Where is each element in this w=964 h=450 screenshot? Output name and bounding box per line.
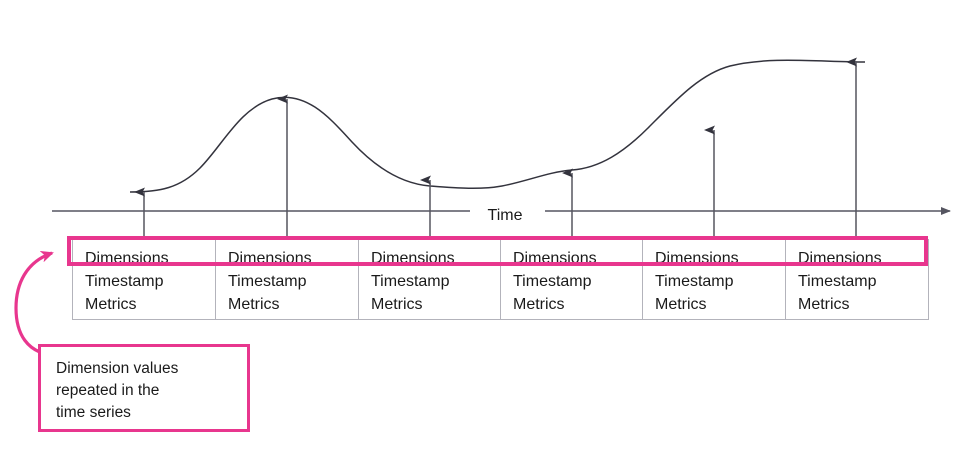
record-2-field-1: Dimensions [228,250,312,267]
record-4-field-3: Metrics [513,296,565,313]
record-3-field-3: Metrics [371,296,423,313]
record-5-field-2: Timestamp [655,273,734,290]
timeseries-curve [129,59,866,193]
sample-arrow-group [134,57,857,246]
callout-box: Dimension values repeated in the time se… [38,344,250,432]
record-3-field-1: Dimensions [371,250,455,267]
record-6-field-2: Timestamp [798,273,877,290]
record-6-field-3: Metrics [798,296,850,313]
record-1-field-2: Timestamp [85,273,164,290]
record-3-field-2: Timestamp [371,273,450,290]
record-2-field-2: Timestamp [228,273,307,290]
record-1-field-1: Dimensions [85,250,169,267]
record-5-field-3: Metrics [655,296,707,313]
record-5-field-1: Dimensions [655,250,739,267]
record-4-field-1: Dimensions [513,250,597,267]
record-4-field-2: Timestamp [513,273,592,290]
record-2-field-3: Metrics [228,296,280,313]
record-6-field-1: Dimensions [798,250,882,267]
callout-text: Dimension values repeated in the time se… [56,360,179,421]
time-axis-label: Time [488,207,523,224]
record-1-field-3: Metrics [85,296,137,313]
callout-connector-arrow [14,250,63,358]
